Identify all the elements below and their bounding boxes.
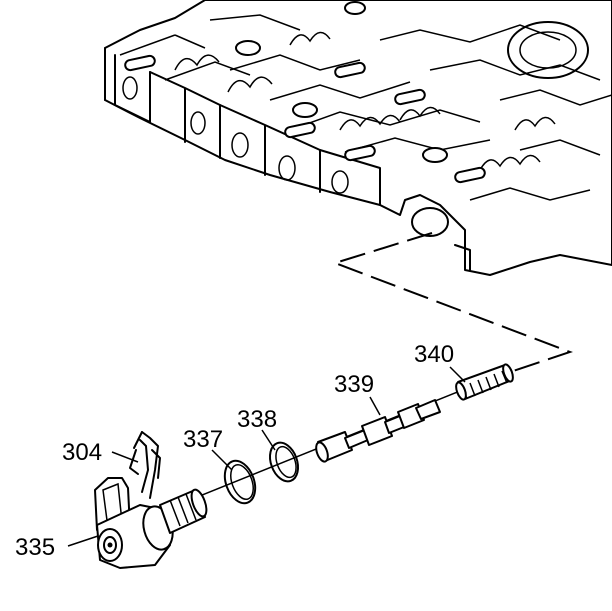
callout-335: 335 [15,534,55,561]
callout-338: 338 [237,406,277,433]
callout-340: 340 [414,341,454,368]
valve-339 [315,399,441,463]
leader-338 [261,429,276,451]
spring-340 [455,363,514,401]
bolt-hole [122,76,138,100]
valve-body [104,0,612,276]
o-ring-338 [268,441,300,483]
dashed-leader-line [331,232,573,373]
leader-337 [211,449,233,471]
solenoid-bore [411,207,449,237]
bolt-hole [231,132,249,158]
callout-339: 339 [334,371,374,398]
bolt-hole [190,111,206,135]
leader-340 [449,366,466,383]
bolt-hole [278,155,296,181]
callout-337: 337 [183,426,223,453]
o-ring-337 [223,459,257,505]
retainer-clip-304 [129,431,161,499]
solenoid-335 [94,477,208,569]
leader-304 [111,451,139,463]
leader-339 [369,396,381,416]
bolt-hole [331,170,349,194]
leader-335 [67,535,99,547]
callout-304: 304 [62,439,102,466]
